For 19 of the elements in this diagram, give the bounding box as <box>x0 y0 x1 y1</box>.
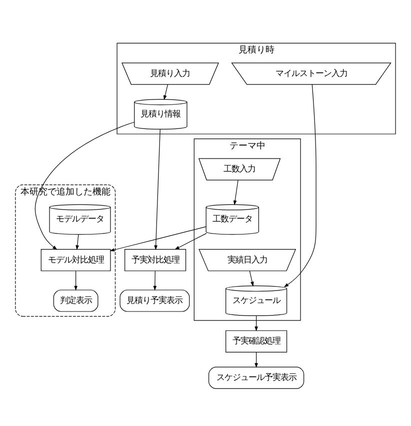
node-box: 見積り予実表示 <box>120 289 190 312</box>
node-box: モデル対比処理 <box>40 248 111 271</box>
arrow <box>163 84 168 100</box>
arrow <box>254 315 258 331</box>
arrow <box>34 121 135 250</box>
node-box: 予実確認処理 <box>226 330 288 352</box>
arrow <box>284 84 316 287</box>
node-box: 判定表示 <box>53 289 98 312</box>
node-box: 予実対比処理 <box>124 248 186 271</box>
arrow <box>76 234 79 250</box>
arrow <box>249 270 254 286</box>
arrow <box>233 179 238 205</box>
arrow <box>110 226 206 251</box>
arrow <box>74 270 78 290</box>
arrow <box>153 270 157 290</box>
node-box: スケジュール予実表示 <box>208 366 304 388</box>
arrow <box>174 232 207 250</box>
arrow <box>154 128 160 250</box>
arrow <box>254 351 258 368</box>
